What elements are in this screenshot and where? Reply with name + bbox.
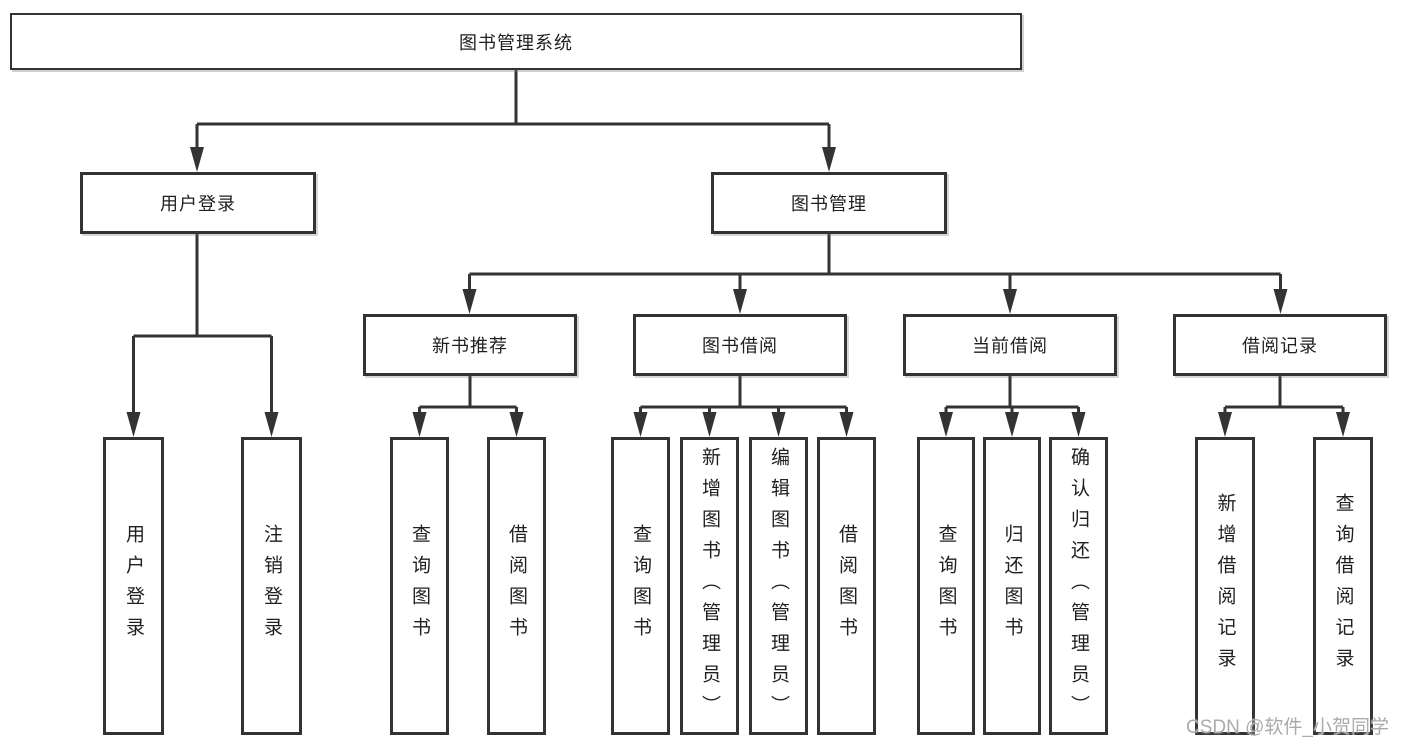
node-label: 当前借阅 [972, 336, 1048, 356]
node-label: 新增图书（管理员） [699, 446, 720, 726]
connector-group-borrow-records [1223, 376, 1345, 414]
leaf-confirm-return-admin: 确认归还（管理员） [1049, 437, 1108, 735]
csdn-watermark: CSDN @软件_小贺同学 [1186, 717, 1389, 738]
node-label: 确认归还（管理员） [1068, 446, 1089, 726]
connector-group-book-management [468, 234, 1282, 292]
node-label: 编辑图书（管理员） [768, 446, 789, 726]
leaf-return-book: 归还图书 [983, 437, 1041, 735]
leaf-borrow-books-recommend: 借阅图书 [487, 437, 546, 735]
leaf-query-borrow-record: 查询借阅记录 [1313, 437, 1373, 735]
arrowheads-new-book [412, 412, 524, 437]
node-new-book-recommendation: 新书推荐 [363, 314, 577, 376]
connector-group-book-borrow [639, 376, 848, 414]
leaf-user-login: 用户登录 [103, 437, 164, 735]
node-current-borrowing: 当前借阅 [903, 314, 1117, 376]
leaf-add-borrow-record: 新增借阅记录 [1195, 437, 1255, 735]
node-label: 新书推荐 [432, 336, 508, 356]
connector-group-current-borrow [944, 376, 1080, 414]
connector-group-new-book [418, 376, 518, 414]
node-label: 用户登录 [123, 524, 144, 648]
leaf-query-books-recommend: 查询图书 [390, 437, 449, 735]
node-label: 图书管理系统 [459, 32, 573, 53]
node-label: 借阅记录 [1242, 336, 1318, 356]
arrowheads-root [190, 147, 836, 172]
node-book-management: 图书管理 [711, 172, 947, 234]
arrowheads-book-borrow [633, 412, 854, 437]
node-label: 借阅图书 [836, 524, 857, 648]
node-label: 新增借阅记录 [1214, 493, 1236, 679]
leaf-query-books-current: 查询图书 [917, 437, 975, 735]
node-label: 查询图书 [935, 524, 957, 648]
node-user-login: 用户登录 [80, 172, 316, 234]
connector-group-root [195, 70, 831, 150]
connector-group-user-login [132, 234, 273, 414]
leaf-borrow-books: 借阅图书 [817, 437, 876, 735]
node-label: 图书借阅 [702, 336, 778, 356]
arrowheads-current-borrow [939, 412, 1086, 437]
leaf-query-books-borrow: 查询图书 [611, 437, 670, 735]
leaf-edit-book-admin: 编辑图书（管理员） [749, 437, 808, 735]
node-label: 借阅图书 [506, 524, 527, 648]
node-label: 查询图书 [409, 524, 430, 648]
node-label: 用户登录 [160, 194, 236, 214]
node-label: 注销登录 [261, 524, 282, 648]
node-label: 归还图书 [1001, 524, 1023, 648]
arrowheads-borrow-records [1218, 412, 1350, 437]
node-label: 图书管理 [791, 194, 867, 214]
node-book-borrowing: 图书借阅 [633, 314, 847, 376]
leaf-logout: 注销登录 [241, 437, 302, 735]
node-label: 查询借阅记录 [1332, 493, 1354, 679]
node-label: 查询图书 [630, 524, 651, 648]
node-borrowing-records: 借阅记录 [1173, 314, 1387, 376]
arrowheads-user-login [126, 412, 279, 437]
leaf-add-book-admin: 新增图书（管理员） [680, 437, 739, 735]
node-library-management-system: 图书管理系统 [10, 13, 1022, 70]
arrowheads-book-management [462, 289, 1288, 314]
